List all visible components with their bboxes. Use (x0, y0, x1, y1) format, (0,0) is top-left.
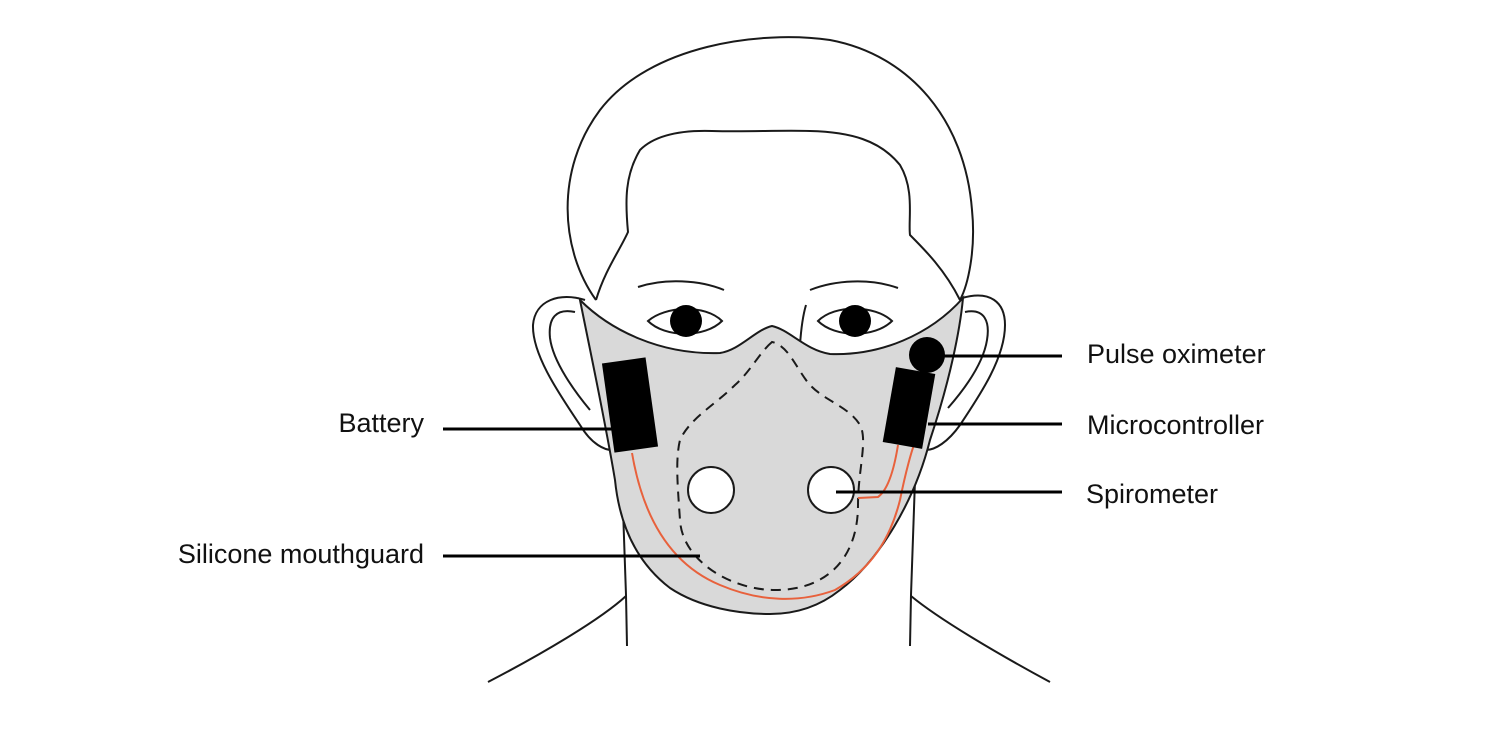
left-eyebrow (637, 280, 725, 291)
nose-line (799, 304, 807, 346)
pulse-oximeter-component (909, 337, 945, 373)
label-battery: Battery (338, 408, 424, 438)
mouthguard-outline (676, 340, 865, 592)
spirometer-port-right (807, 466, 855, 514)
shoulder-left (487, 595, 627, 683)
label-microcontroller: Microcontroller (1087, 410, 1265, 440)
right-pupil (839, 305, 871, 337)
right-eyebrow (809, 280, 899, 291)
left-ear (531, 296, 613, 451)
neck-right (909, 479, 916, 647)
microcontroller-component (882, 367, 936, 449)
spirometer-wire (857, 444, 899, 499)
battery-wire (631, 444, 915, 600)
label-silicone-mouthguard: Silicone mouthguard (177, 539, 424, 569)
label-pulse-oximeter: Pulse oximeter (1087, 339, 1266, 369)
label-spirometer: Spirometer (1086, 479, 1219, 509)
left-ear-inner (548, 310, 591, 411)
right-ear (925, 294, 1007, 451)
head-outline (566, 36, 975, 301)
silicone-mask (578, 295, 965, 616)
left-pupil (670, 305, 702, 337)
shoulder-right (910, 595, 1051, 683)
right-ear-inner (947, 310, 989, 409)
spirometer-port-left (687, 466, 735, 514)
hairline (595, 129, 961, 301)
